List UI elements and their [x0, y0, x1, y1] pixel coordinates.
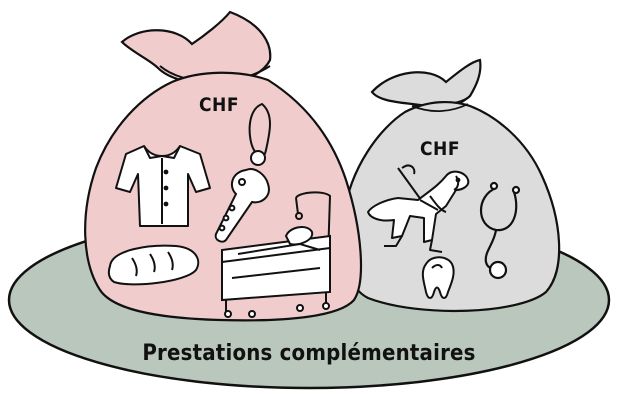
big-bag-currency-label: CHF	[199, 96, 239, 115]
small-bag-currency-label: CHF	[420, 140, 460, 159]
caption-title: Prestations complémentaires	[0, 343, 618, 365]
